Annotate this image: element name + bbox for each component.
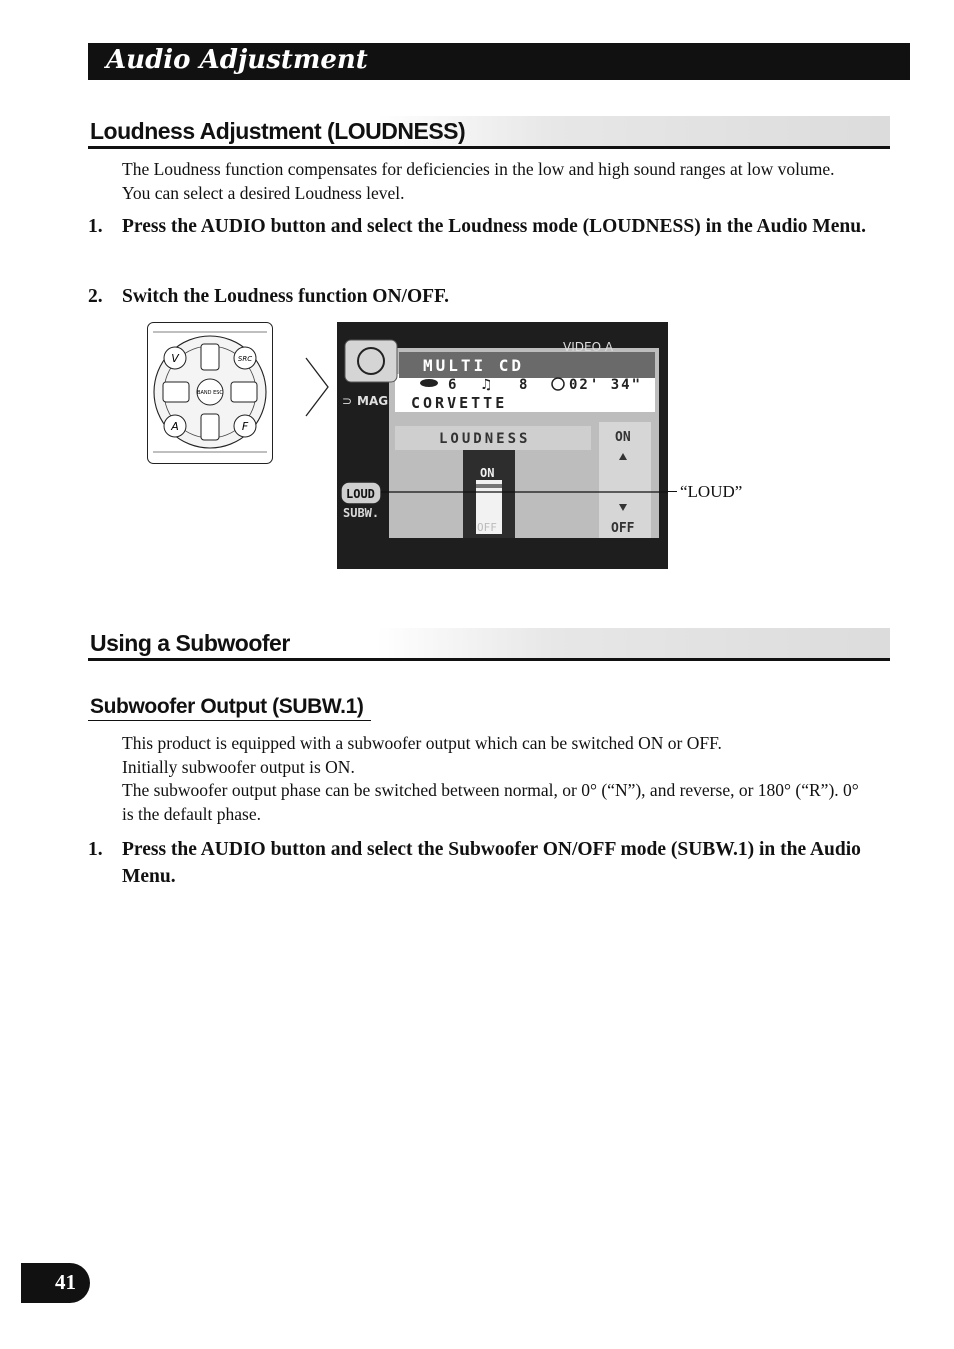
subw-para-phase: The subwoofer output phase can be switch… [122, 780, 859, 824]
page-number: 41 [55, 1270, 76, 1294]
callout-leader-line [668, 491, 677, 492]
banner-title: Audio Adjustment [106, 45, 368, 75]
arrow-down-icon [619, 504, 627, 511]
loudness-intro: The Loudness function compensates for de… [122, 159, 835, 203]
step-text: Press the AUDIO button and select the Lo… [122, 216, 866, 237]
screen-bar-off: OFF [477, 521, 497, 534]
section-heading-subwoofer: Using a Subwoofer [88, 628, 890, 661]
page-number-tab: 41 [21, 1263, 90, 1303]
step-text: Press the AUDIO button and select the Su… [122, 839, 861, 887]
music-note-icon: ♫ [480, 377, 493, 393]
screen-mode: MULTI CD [423, 356, 524, 375]
remote-label-a: A [170, 420, 179, 433]
screen-title: CORVETTE [411, 394, 507, 412]
screen-bar-on: ON [480, 466, 494, 480]
screen-time: 02' 34" [569, 377, 642, 393]
step-text: Switch the Loudness function ON/OFF. [122, 286, 450, 307]
disc-icon [357, 347, 385, 375]
screen-track: 8 [519, 377, 527, 393]
remote-label-v: V [171, 352, 180, 365]
screen-menu-label: LOUDNESS [439, 431, 530, 447]
arrow-up-icon [619, 453, 627, 460]
subw-para-line2: Initially subwoofer output is ON. [122, 757, 355, 777]
screen-mag: MAG [357, 394, 388, 408]
screen-side-subw: SUBW. [343, 506, 379, 520]
remote-label-f: F [242, 420, 249, 433]
screen-value-bottom: OFF [611, 521, 635, 536]
clock-icon [551, 377, 565, 391]
remote-label-band: BAND ESC [197, 390, 223, 396]
remote-control-illustration: V SRC BAND ESC A F [147, 322, 273, 464]
section-heading-text: Using a Subwoofer [90, 630, 290, 656]
subsection-heading-subw1: Subwoofer Output (SUBW.1) [88, 692, 371, 721]
loudness-step-1: 1. Press the AUDIO button and select the… [88, 213, 878, 269]
callout-loud: “LOUD” [680, 482, 743, 501]
subw-para-line1: This product is equipped with a subwoofe… [122, 733, 722, 753]
page-banner: Audio Adjustment [88, 43, 910, 80]
screen-side-loud: LOUD [346, 487, 375, 501]
arrow-right-icon [305, 357, 329, 417]
subw-step-1: 1. Press the AUDIO button and select the… [88, 836, 878, 892]
step-number: 2. [88, 286, 103, 307]
subsection-heading-text: Subwoofer Output (SUBW.1) [90, 695, 364, 718]
disc-small-icon [420, 379, 438, 387]
loudness-step-2: 2. Switch the Loudness function ON/OFF. [88, 283, 878, 311]
step-number: 1. [88, 216, 103, 237]
mag-arrow-icon: ⊃ [342, 394, 352, 408]
display-screen-illustration: VIDEO A MULTI CD 6 ♫ 8 02' 34" ⊃ MAG COR… [337, 322, 668, 569]
screen-source: VIDEO A [563, 340, 614, 354]
screen-disc: 6 [448, 377, 456, 393]
step-number: 1. [88, 839, 103, 860]
section-heading-text: Loudness Adjustment (LOUDNESS) [90, 118, 466, 144]
screen-value-top: ON [615, 430, 631, 445]
remote-label-src: SRC [238, 355, 252, 363]
section-heading-loudness: Loudness Adjustment (LOUDNESS) [88, 116, 890, 149]
